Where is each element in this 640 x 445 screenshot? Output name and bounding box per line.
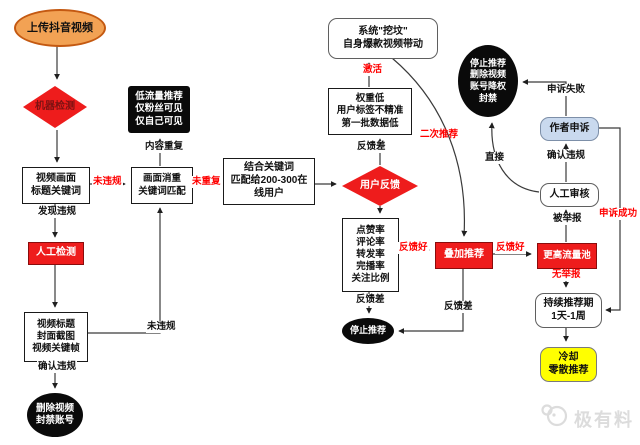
edge-label-feedback-good-1: 反馈好 <box>398 242 429 254</box>
edge-label-appeal-success: 申诉成功 <box>598 208 639 220</box>
node-match-online-users: 结合关键词 匹配给200-300在 线用户 <box>223 158 315 205</box>
edge-label-feedback-bad-2: 反馈差 <box>355 294 386 306</box>
watermark-text: 极有料 <box>574 409 634 430</box>
node-stacked-recommend: 叠加推荐 <box>435 242 493 269</box>
edge-label-feedback-bad-3: 反馈差 <box>443 301 474 313</box>
edge-label-feedback-bad-1: 反馈差 <box>356 141 387 153</box>
node-manual-check: 人工检测 <box>28 242 84 265</box>
edge-label-appeal-failed: 申诉失败 <box>546 84 587 96</box>
edge-label-activate: 激活 <box>362 64 384 76</box>
edge-label-reported: 被举报 <box>552 213 583 225</box>
edge-label-not-violate-1: 未违规 <box>92 176 123 188</box>
node-cooldown-scattered-recommend: 冷却 零散推荐 <box>540 347 597 382</box>
edge-label-confirm-violation-right: 确认违规 <box>546 150 587 162</box>
node-stop-delete-downgrade-ban: 停止推荐 删除视频 账号降权 封禁 <box>458 45 518 117</box>
node-upload-video: 上传抖音视频 <box>14 9 106 47</box>
node-manual-review: 人工审核 <box>540 183 599 207</box>
edge-label-not-violate-2: 未违规 <box>146 321 177 333</box>
edge-label-feedback-good-2: 反馈好 <box>495 242 526 254</box>
node-delete-video-ban-account: 删除视频 封禁账号 <box>27 393 83 437</box>
edge-label-no-report: 无举报 <box>551 269 582 281</box>
node-dedup-keyword-match: 画面消重 关键词匹配 <box>131 167 193 204</box>
edge-label-direct: 直接 <box>484 152 506 164</box>
edge-label-confirm-violation-left: 确认违规 <box>37 361 78 373</box>
node-sustained-recommend-period: 持续推荐期 1天-1周 <box>535 293 602 328</box>
node-system-dig-old-videos: 系统"挖坟" 自身爆款视频带动 <box>328 18 438 59</box>
edge-label-content-duplicate: 内容重复 <box>144 141 185 153</box>
node-higher-traffic-pool: 更高流量池 <box>537 243 597 269</box>
watermark-logo-icon <box>540 402 568 435</box>
node-author-appeal: 作者申诉 <box>540 117 599 141</box>
node-low-weight-inaccurate-tags: 权重低 用户标签不精准 第一批数据低 <box>328 88 412 135</box>
node-engagement-metrics: 点赞率 评论率 转发率 完播率 关注比例 <box>342 218 399 292</box>
watermark: 极有料 <box>540 402 634 435</box>
edge-label-not-duplicate: 未重复 <box>191 176 222 188</box>
node-low-traffic-recommend: 低流量推荐 仅粉丝可见 仅自己可见 <box>128 86 190 133</box>
edge-label-found-violation: 发现违规 <box>37 206 78 218</box>
edge-label-second-recommend: 二次推荐 <box>420 129 459 140</box>
node-stop-recommend: 停止推荐 <box>342 318 394 344</box>
node-video-frame-keywords: 视频画面 标题关键词 <box>22 167 90 204</box>
node-video-title-cover-keyframe: 视频标题 封面截图 视频关键帧 <box>24 312 88 362</box>
